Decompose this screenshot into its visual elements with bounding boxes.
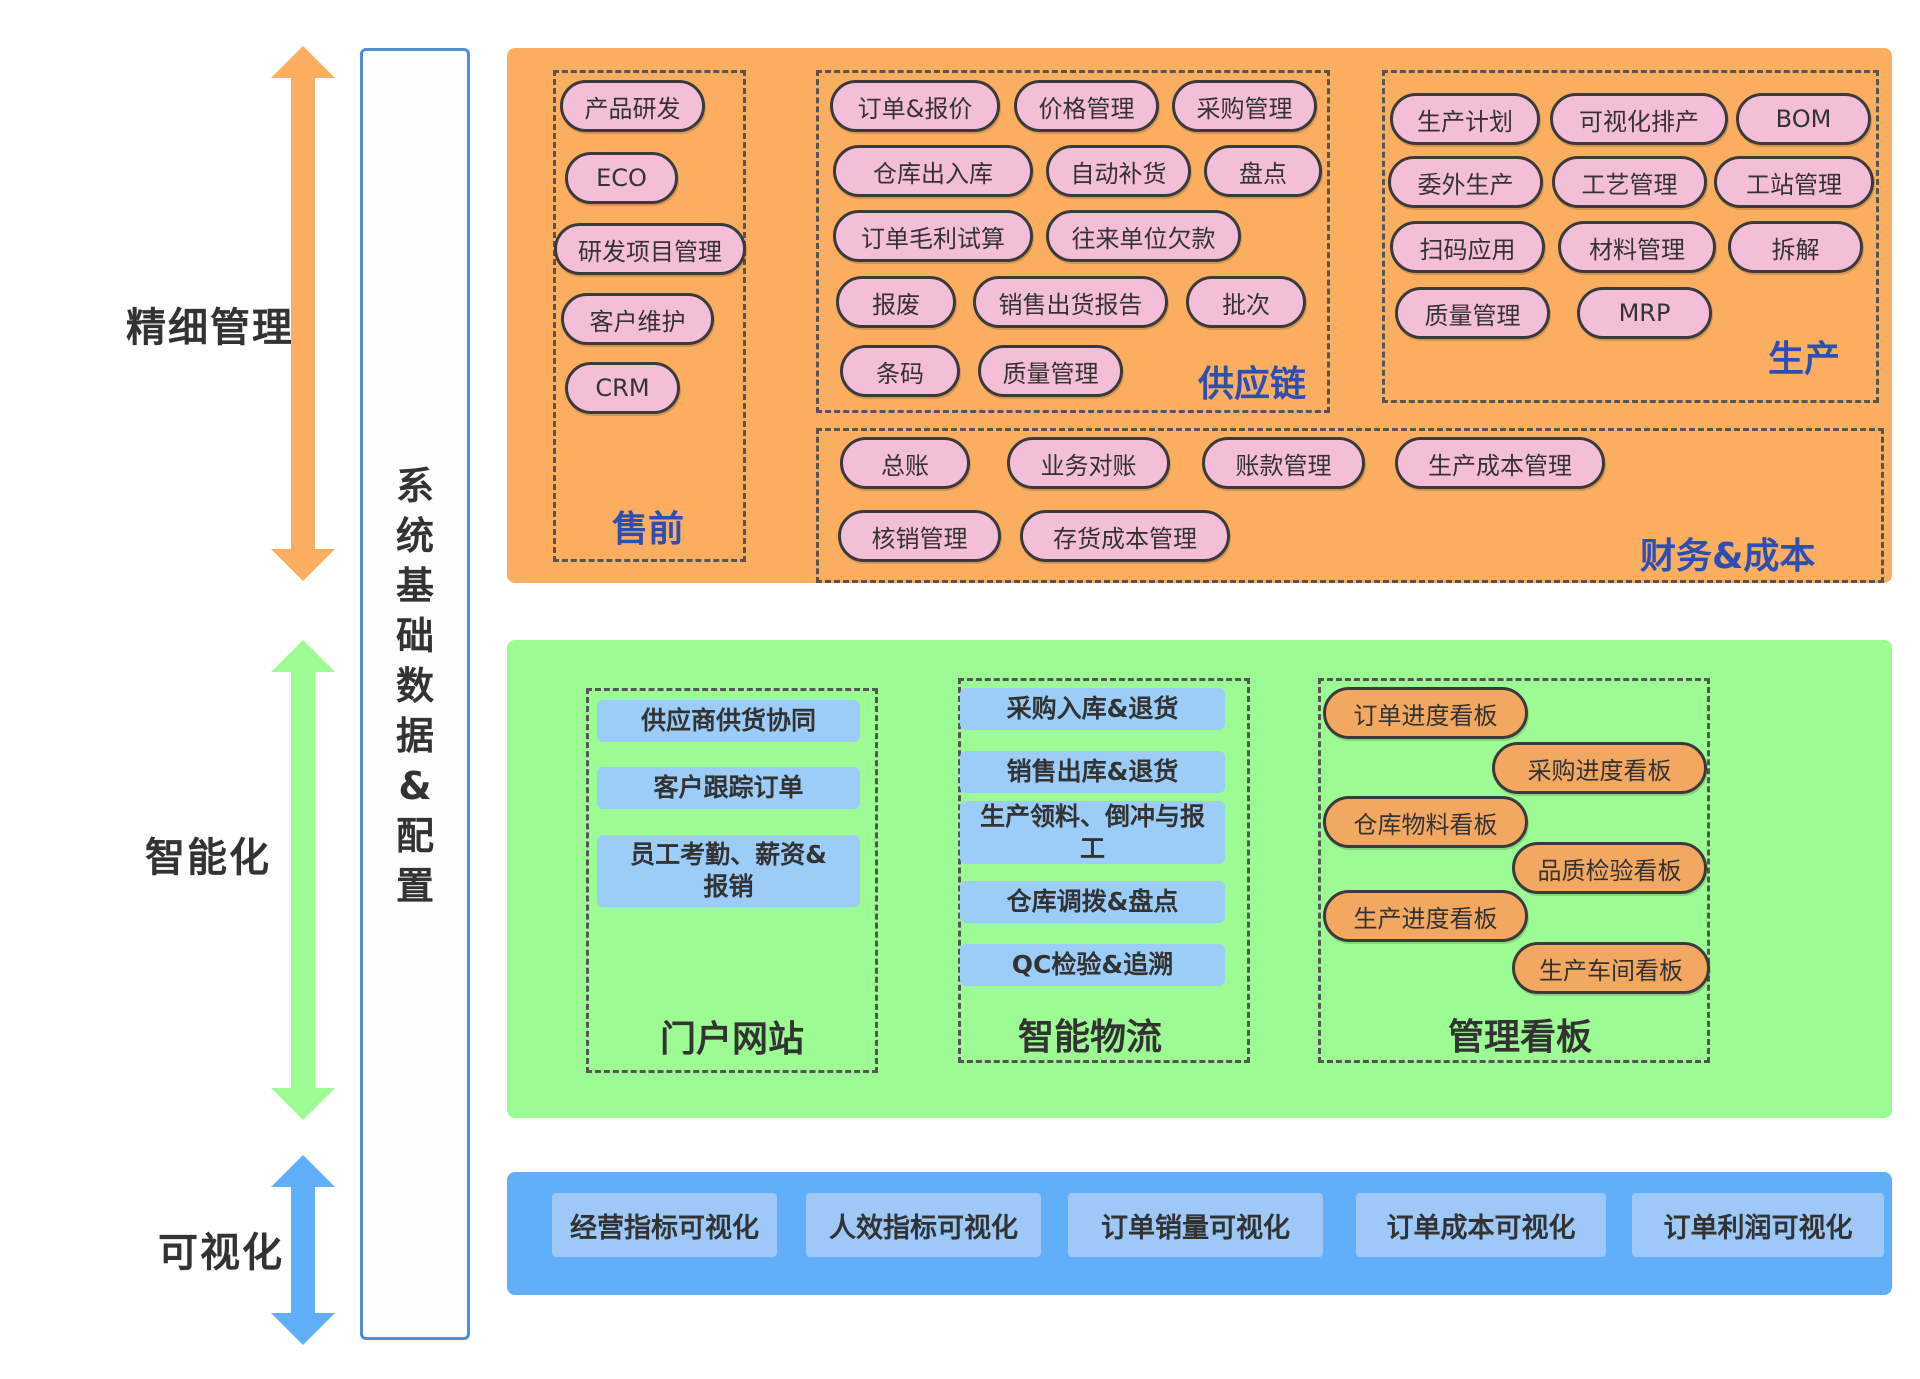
supply-chain-group xyxy=(816,70,1330,413)
supply-item[interactable]: 订单毛利试算 xyxy=(833,210,1033,262)
production-item[interactable]: 材料管理 xyxy=(1558,221,1716,273)
production-item[interactable]: 拆解 xyxy=(1728,221,1863,273)
logistics-title: 智能物流 xyxy=(1018,1017,1163,1058)
board-item[interactable]: 生产进度看板 xyxy=(1323,890,1528,942)
production-item[interactable]: 工艺管理 xyxy=(1552,156,1707,208)
portal-item[interactable]: 员工考勤、薪资&报销 xyxy=(597,835,860,907)
finance-item[interactable]: 生产成本管理 xyxy=(1395,437,1605,489)
presale-item[interactable]: CRM xyxy=(565,362,680,414)
supply-item[interactable]: 自动补货 xyxy=(1046,145,1191,197)
production-title: 生产 xyxy=(1768,339,1841,380)
finance-cost-group xyxy=(816,428,1884,583)
production-item[interactable]: BOM xyxy=(1736,93,1871,145)
green-double-arrow-icon xyxy=(268,640,338,1120)
system-base-data-char: & xyxy=(398,764,432,808)
supply-item[interactable]: 条码 xyxy=(840,345,960,397)
production-item[interactable]: MRP xyxy=(1577,287,1712,339)
system-base-data-column: 系统基础数据 & 配置 xyxy=(360,48,470,1340)
supply-item[interactable]: 质量管理 xyxy=(978,345,1123,397)
finance-item[interactable]: 存货成本管理 xyxy=(1020,510,1230,562)
supply-chain-title: 供应链 xyxy=(1198,364,1307,405)
blue-double-arrow-icon xyxy=(268,1155,338,1345)
logistics-item[interactable]: 仓库调拨&盘点 xyxy=(960,881,1225,923)
system-base-data-char: 统 xyxy=(395,514,434,558)
supply-item[interactable]: 销售出货报告 xyxy=(973,276,1168,328)
supply-item[interactable]: 盘点 xyxy=(1204,145,1322,197)
system-base-data-char: 数 xyxy=(395,664,434,708)
production-item[interactable]: 扫码应用 xyxy=(1390,221,1545,273)
side-label-visual: 可视化 xyxy=(158,1230,284,1276)
supply-item[interactable]: 仓库出入库 xyxy=(833,145,1033,197)
production-item[interactable]: 生产计划 xyxy=(1390,93,1540,145)
visual-item[interactable]: 订单销量可视化 xyxy=(1068,1193,1323,1257)
board-item[interactable]: 仓库物料看板 xyxy=(1323,796,1528,848)
side-label-fine: 精细管理 xyxy=(126,305,294,351)
production-item[interactable]: 工站管理 xyxy=(1714,156,1874,208)
logistics-item[interactable]: 采购入库&退货 xyxy=(960,688,1225,730)
supply-item[interactable]: 价格管理 xyxy=(1014,80,1159,132)
presale-title: 售前 xyxy=(612,509,685,550)
visual-item[interactable]: 经营指标可视化 xyxy=(552,1193,777,1257)
supply-item[interactable]: 采购管理 xyxy=(1172,80,1317,132)
side-label-smart: 智能化 xyxy=(145,835,271,881)
system-base-data-char: 配 xyxy=(395,814,434,858)
portal-title: 门户网站 xyxy=(660,1019,805,1060)
portal-item[interactable]: 客户跟踪订单 xyxy=(597,767,860,809)
visual-item[interactable]: 订单利润可视化 xyxy=(1632,1193,1884,1257)
supply-item[interactable]: 往来单位欠款 xyxy=(1046,210,1241,262)
system-base-data-char: 系 xyxy=(395,464,434,508)
supply-item[interactable]: 订单&报价 xyxy=(830,80,1000,132)
orange-double-arrow-icon xyxy=(268,46,338,581)
supply-item[interactable]: 报废 xyxy=(836,276,956,328)
logistics-item[interactable]: 生产领料、倒冲与报工 xyxy=(960,801,1225,864)
portal-group xyxy=(586,688,878,1073)
board-item[interactable]: 订单进度看板 xyxy=(1323,687,1528,739)
finance-item[interactable]: 业务对账 xyxy=(1007,437,1170,489)
board-title: 管理看板 xyxy=(1448,1017,1593,1058)
logistics-item[interactable]: QC检验&追溯 xyxy=(960,944,1225,986)
presale-item[interactable]: 研发项目管理 xyxy=(554,223,746,275)
finance-cost-title: 财务&成本 xyxy=(1640,536,1816,577)
production-group xyxy=(1382,70,1879,403)
system-base-data-char: 据 xyxy=(395,714,434,758)
presale-item[interactable]: 产品研发 xyxy=(560,80,705,132)
production-item[interactable]: 可视化排产 xyxy=(1550,93,1728,145)
visual-item[interactable]: 订单成本可视化 xyxy=(1356,1193,1606,1257)
finance-item[interactable]: 核销管理 xyxy=(838,510,1001,562)
system-base-data-char: 基 xyxy=(395,564,434,608)
presale-item[interactable]: 客户维护 xyxy=(561,293,714,345)
finance-item[interactable]: 账款管理 xyxy=(1202,437,1365,489)
presale-group xyxy=(553,70,746,562)
logistics-item[interactable]: 销售出库&退货 xyxy=(960,751,1225,793)
system-base-data-label: 系统基础数据 & 配置 xyxy=(363,461,467,911)
logistics-group xyxy=(958,678,1250,1063)
board-group xyxy=(1318,678,1710,1063)
presale-item[interactable]: ECO xyxy=(565,152,678,204)
finance-item[interactable]: 总账 xyxy=(840,437,970,489)
portal-item[interactable]: 供应商供货协同 xyxy=(597,700,860,742)
board-item[interactable]: 品质检验看板 xyxy=(1512,842,1707,894)
board-item[interactable]: 采购进度看板 xyxy=(1492,742,1707,794)
board-item[interactable]: 生产车间看板 xyxy=(1512,942,1710,994)
production-item[interactable]: 委外生产 xyxy=(1388,156,1543,208)
supply-item[interactable]: 批次 xyxy=(1186,276,1306,328)
system-base-data-char: 础 xyxy=(395,614,434,658)
visual-item[interactable]: 人效指标可视化 xyxy=(806,1193,1041,1257)
system-base-data-char: 置 xyxy=(395,864,434,908)
production-item[interactable]: 质量管理 xyxy=(1395,287,1550,339)
